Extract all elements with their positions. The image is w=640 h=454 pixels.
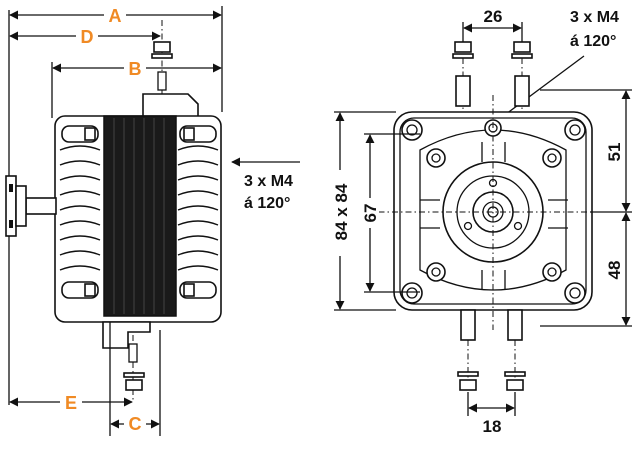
dimension-bottom-spacing: 18 bbox=[467, 392, 516, 436]
front-top-screws bbox=[452, 41, 533, 110]
top-screw bbox=[151, 20, 173, 95]
bottom-spacing-value: 18 bbox=[483, 417, 502, 436]
right-upper-value: 51 bbox=[605, 143, 624, 162]
right-lower-value: 48 bbox=[605, 261, 624, 280]
label-c: C bbox=[129, 414, 142, 434]
front-screws-note: 3 x M4 á 120° bbox=[497, 9, 619, 121]
front-bottom-screws bbox=[457, 309, 526, 391]
side-note-line1: 3 x M4 bbox=[244, 173, 293, 190]
dimension-right: 51 48 bbox=[540, 89, 632, 327]
side-note-line2: á 120° bbox=[244, 195, 290, 212]
dimension-c: C bbox=[110, 413, 160, 435]
top-spacing-value: 26 bbox=[484, 7, 503, 26]
label-b: B bbox=[129, 59, 142, 79]
bottom-screw bbox=[123, 335, 145, 400]
side-screws-note: 3 x M4 á 120° bbox=[231, 157, 300, 212]
label-a: A bbox=[109, 6, 122, 26]
side-view: A D B bbox=[5, 4, 300, 436]
outer-height-value: 84 x 84 bbox=[332, 183, 351, 240]
dimension-outer-height: 84 x 84 bbox=[331, 111, 396, 311]
front-view: 26 3 x M4 á 120° bbox=[331, 7, 632, 436]
dimension-d: D bbox=[9, 26, 161, 48]
bottom-bracket bbox=[102, 321, 151, 349]
front-note-line1: 3 x M4 bbox=[570, 9, 619, 26]
motor-body bbox=[54, 115, 222, 323]
label-d: D bbox=[81, 27, 94, 47]
front-note-line2: á 120° bbox=[570, 33, 616, 50]
inner-height-value: 67 bbox=[361, 204, 380, 223]
dimension-inner-height: 67 bbox=[361, 133, 420, 293]
dimension-top-spacing: 26 bbox=[462, 7, 523, 42]
dimension-b: B bbox=[51, 58, 222, 118]
motor-shaft bbox=[5, 175, 57, 237]
dimension-e: E bbox=[9, 392, 133, 414]
front-housing bbox=[365, 95, 625, 330]
label-e: E bbox=[65, 393, 77, 413]
